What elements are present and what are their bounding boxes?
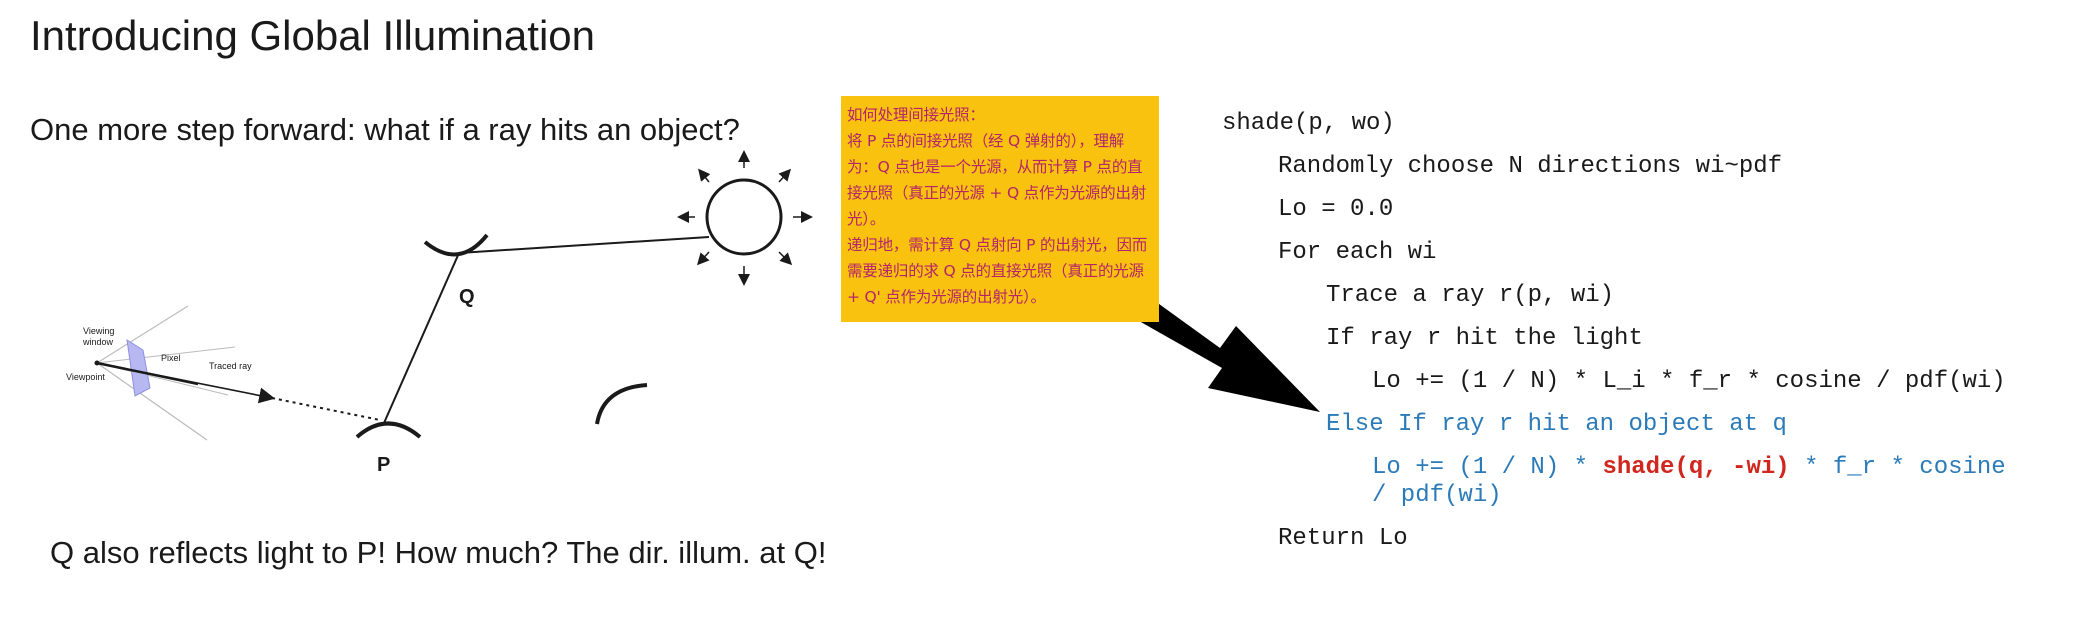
code-line-4: For each wi xyxy=(1278,239,1437,266)
code-line-10: / pdf(wi) xyxy=(1372,482,1502,509)
code-line-5: Trace a ray r(p, wi) xyxy=(1326,282,1615,309)
viewpoint-label: Viewpoint xyxy=(66,372,105,382)
note-line-3: 递归地，需计算 Q 点射向 P 的出射光，因而需要递归的求 Q 点的直接光照（真… xyxy=(847,236,1148,306)
slide-caption: Q also reflects light to P! How much? Th… xyxy=(50,535,827,570)
code-line-3: Lo = 0.0 xyxy=(1278,196,1394,223)
pixel-label: Pixel xyxy=(161,353,181,363)
camera-frustum xyxy=(94,305,381,441)
code-line-9: Lo += (1 / N) * shade(q, -wi) * f_r * co… xyxy=(1372,454,2006,481)
code-line-9-post: * f_r * cosine xyxy=(1789,454,2006,481)
slide-title: Introducing Global Illumination xyxy=(30,12,595,59)
viewing-window-plane xyxy=(126,339,151,397)
ray-p-to-q xyxy=(383,252,460,424)
code-line-2: Randomly choose N directions wi~pdf xyxy=(1278,153,1783,180)
viewpoint-dot xyxy=(94,360,100,366)
ray-q-to-light xyxy=(458,236,710,254)
surface-p xyxy=(355,421,422,439)
label-p: P xyxy=(377,454,390,476)
code-line-7: Lo += (1 / N) * L_i * f_r * cosine / pdf… xyxy=(1372,368,2006,395)
viewing-window-label-2: window xyxy=(82,337,114,347)
code-line-6: If ray r hit the light xyxy=(1326,325,1643,352)
code-line-9-pre: Lo += (1 / N) * xyxy=(1372,454,1603,481)
code-line-9-recursive-call: shade(q, -wi) xyxy=(1602,454,1790,481)
code-line-11: Return Lo xyxy=(1278,525,1408,552)
code-line-8: Else If ray r hit an object at q xyxy=(1326,411,1787,438)
slide-subtitle: One more step forward: what if a ray hit… xyxy=(30,112,740,147)
viewing-window-label-1: Viewing xyxy=(83,326,114,336)
label-q: Q xyxy=(459,286,475,308)
note-line-2: 将 P 点的间接光照（经 Q 弹射的），理解为：Q 点也是一个光源，从而计算 P… xyxy=(847,132,1147,228)
code-line-1: shade(p, wo) xyxy=(1222,110,1395,137)
annotation-note: 如何处理间接光照： 将 P 点的间接光照（经 Q 弹射的），理解为：Q 点也是一… xyxy=(841,96,1159,322)
traced-ray-label: Traced ray xyxy=(209,361,252,371)
note-line-1: 如何处理间接光照： xyxy=(847,106,985,124)
surface-other xyxy=(595,383,648,425)
big-arrow-icon xyxy=(1125,296,1320,412)
light-source-icon xyxy=(677,150,813,286)
